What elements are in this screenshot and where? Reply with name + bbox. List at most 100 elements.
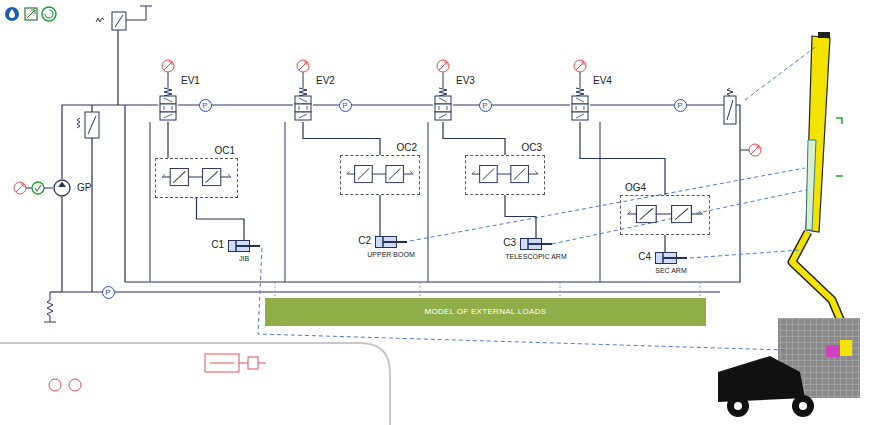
spring-symbol	[96, 18, 104, 22]
overcenter-valve-node: OG4	[620, 195, 710, 235]
wheel	[727, 395, 749, 417]
pump-node: GP	[53, 179, 71, 197]
tank-symbol	[126, 6, 152, 20]
instrument-line	[168, 72, 580, 88]
part-name: SEC ARM	[655, 266, 687, 275]
cylinder-symbol	[375, 236, 407, 248]
spring-symbol	[164, 88, 172, 96]
leader-line	[745, 45, 818, 100]
directional-valve-node: EV1	[158, 88, 178, 122]
part-name: UPPER BOOM	[367, 250, 414, 259]
cylinder-label: C2	[358, 235, 371, 247]
valve-flow-path	[162, 171, 231, 182]
cylinder-symbol	[655, 252, 687, 264]
instrument-line	[740, 150, 749, 151]
leader-line	[258, 248, 785, 350]
load-link	[275, 282, 700, 298]
valve-cell	[160, 104, 176, 112]
overcenter-valve-symbol	[341, 156, 419, 194]
app-icon	[25, 8, 37, 20]
panel-icon	[49, 379, 61, 391]
cylinder-symbol	[228, 240, 260, 252]
pump-ring	[54, 180, 70, 196]
hydraulic-line	[167, 122, 168, 158]
panel-icon	[69, 379, 81, 391]
spring-symbol	[439, 88, 447, 96]
hydraulic-line	[178, 104, 293, 105]
pressure-gauge-symbol	[749, 144, 761, 156]
valve-label: OC3	[521, 142, 542, 154]
transfer-line	[258, 363, 266, 364]
relief-valve-symbol	[85, 112, 99, 138]
directional-valve-node: EV4	[570, 88, 590, 122]
part-name: TELESCOPIC ARM	[505, 252, 566, 261]
hydraulic-line	[303, 122, 380, 155]
cylinder-symbol	[520, 238, 552, 250]
telescopic-arm	[806, 140, 816, 230]
overcenter-valve-symbol	[621, 196, 709, 234]
pump-symbol	[53, 179, 71, 197]
directional-valve-node: EV2	[293, 88, 313, 122]
transfer-block	[248, 357, 258, 369]
valve-symbol	[433, 88, 453, 122]
cylinder-rod	[528, 243, 552, 245]
pressure-sensor-label: P	[339, 99, 352, 112]
check-mark	[472, 171, 538, 174]
turret-block	[826, 345, 840, 357]
hydraulic-line	[197, 198, 245, 240]
spring-symbol	[576, 88, 584, 96]
relief-valve-arrow	[115, 15, 123, 27]
app-icon	[5, 7, 19, 21]
valve-cell	[435, 104, 451, 112]
cylinder-node: C4SEC ARM	[655, 252, 687, 264]
pressure-gauge-symbol	[297, 60, 309, 72]
valve-symbol	[293, 88, 313, 122]
load-model-band: MODEL OF EXTERNAL LOADS	[265, 298, 706, 326]
relief-valve-arrow	[88, 116, 96, 134]
return-line	[62, 291, 720, 292]
sub-panel	[0, 343, 390, 425]
system-frame	[125, 105, 740, 282]
valve-label: EV2	[316, 75, 335, 87]
pressure-sensor-label: P	[199, 99, 212, 112]
pressure-gauge-symbol	[162, 60, 174, 72]
tank-spring-symbol	[44, 292, 56, 322]
valve-cell	[295, 104, 311, 112]
wheel-hub	[734, 402, 742, 410]
overcenter-valve-symbol	[466, 156, 544, 194]
wheel	[792, 395, 814, 417]
hydraulic-line	[505, 195, 536, 238]
pressure-sensor-label: P	[674, 99, 687, 112]
valve-symbol	[158, 88, 178, 122]
leader-line	[552, 190, 806, 244]
valve-cell	[572, 104, 588, 112]
cylinder-label: C3	[503, 237, 516, 249]
valve-label: OC2	[396, 142, 417, 154]
hydraulic-line	[62, 105, 158, 179]
pressure-gauge-symbol	[437, 60, 449, 72]
app-icon	[42, 7, 56, 21]
check-mark	[162, 174, 231, 177]
overcenter-valve-node: OC1	[155, 158, 238, 198]
band-title: MODEL OF EXTERNAL LOADS	[425, 306, 547, 318]
pump-triangle	[58, 182, 66, 188]
wheel-hub	[799, 402, 807, 410]
hydraulic-line	[664, 235, 665, 252]
valve-label: OG4	[625, 182, 646, 194]
flow-meter-check	[35, 185, 41, 191]
component-label: GP	[77, 182, 91, 194]
valve-symbol	[570, 88, 590, 122]
valve-flow-path	[576, 98, 584, 118]
app-icon-arc	[45, 10, 53, 18]
cylinder-label: C1	[211, 239, 224, 251]
valve-flow-path	[164, 98, 172, 118]
part-name: JIB	[239, 254, 249, 263]
hydraulic-line	[443, 122, 505, 155]
crane-boom	[806, 36, 830, 232]
valve-label: EV4	[593, 75, 612, 87]
cylinder-label: C4	[638, 251, 651, 263]
valve-flow-path	[439, 98, 447, 118]
boom-tip	[818, 32, 830, 38]
cylinder-node: C1JIB	[228, 240, 260, 252]
